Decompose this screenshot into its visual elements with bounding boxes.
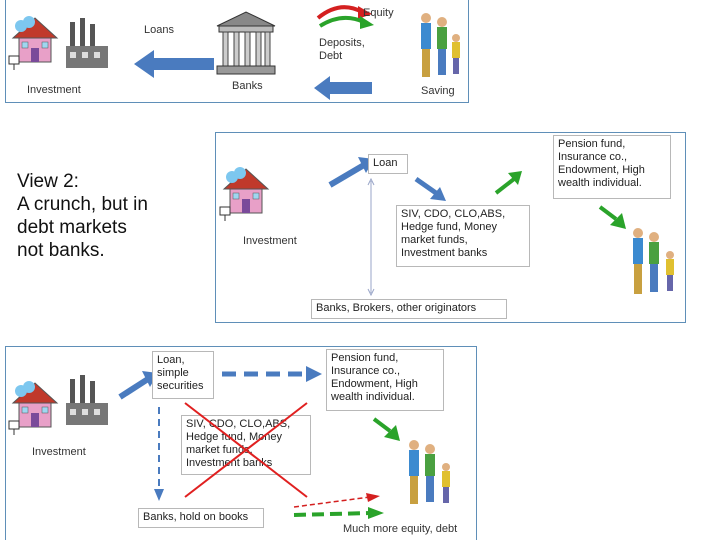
bank-building-icon <box>216 11 276 75</box>
caption-line2: A crunch, but in <box>17 194 148 215</box>
caption-line1: View 2: <box>17 171 79 192</box>
deposits-line1: Deposits, <box>319 37 365 49</box>
equity-arrows-icon <box>316 5 374 29</box>
loans-label: Loans <box>144 24 174 36</box>
dashed-blue-arrow-down-icon <box>154 407 164 501</box>
pension-line3: Endowment, High <box>331 378 418 390</box>
saving-label: Saving <box>421 85 455 97</box>
siv-line2: Hedge fund, Money <box>401 221 498 233</box>
pension-line2: Insurance co., <box>331 365 401 377</box>
house-icon <box>219 167 270 221</box>
siv-line1: SIV, CDO, CLO,ABS, <box>186 418 291 430</box>
loan-securities-box: Loan, simple securities <box>152 351 214 399</box>
siv-line4: Investment banks <box>401 247 488 259</box>
loan-line2: simple <box>157 367 189 379</box>
thin-vertical-arrow-icon <box>367 177 375 297</box>
pension-line1: Pension fund, <box>331 352 399 364</box>
siv-box: SIV, CDO, CLO,ABS, Hedge fund, Money mar… <box>396 205 530 267</box>
banks-label: Banks <box>232 80 263 92</box>
family-icon <box>409 440 450 504</box>
loan-label: Loan <box>373 157 398 169</box>
equity-label: Equity <box>363 7 394 19</box>
deposits-label: Deposits, Debt <box>319 37 365 63</box>
green-arrow-down-right-icon <box>372 417 400 441</box>
pension-line2: Insurance co., <box>558 151 628 163</box>
panel-banks-flow: Investment Loans Banks Equity Deposits, … <box>5 0 469 103</box>
equity-debt-label: Much more equity, debt <box>343 523 458 535</box>
deposits-arrow-icon <box>314 76 372 100</box>
factory-icon <box>66 18 108 68</box>
banks-brokers-label: Banks, Brokers, other originators <box>316 302 477 314</box>
caption-line4: not banks. <box>17 240 105 261</box>
loans-arrow-icon <box>134 50 214 78</box>
house-icon <box>8 381 59 435</box>
panel-debt-markets: Investment Loan Pension fund, Insurance … <box>215 132 686 323</box>
loan-line3: securities <box>157 380 204 392</box>
dashed-blue-arrow-right-icon <box>222 366 322 382</box>
investment-label: Investment <box>32 446 86 458</box>
pension-line3: Endowment, High <box>558 164 645 176</box>
red-cross-icon <box>184 402 308 498</box>
pension-box: Pension fund, Insurance co., Endowment, … <box>326 349 444 411</box>
pension-line4: wealth individual. <box>558 177 642 189</box>
investment-label: Investment <box>243 235 297 247</box>
blue-arrow-down-right-icon <box>414 176 446 201</box>
siv-box: SIV, CDO, CLO,ABS, Hedge fund, Money mar… <box>181 415 311 475</box>
family-icon <box>421 13 460 77</box>
siv-line3: market funds, <box>401 234 468 246</box>
pension-line1: Pension fund, <box>558 138 626 150</box>
panel-banks-hold: Investment Loan, simple securities Pensi… <box>5 346 477 540</box>
pension-line4: wealth individual. <box>331 391 415 403</box>
deposits-line2: Debt <box>319 50 343 62</box>
green-arrow-up-right-icon <box>494 171 522 195</box>
investment-label: Investment <box>27 84 81 96</box>
equity-debt-arrows-icon <box>293 493 384 519</box>
pension-box: Pension fund, Insurance co., Endowment, … <box>553 135 671 199</box>
caption-line3: debt markets <box>17 217 127 238</box>
banks-hold-label: Banks, hold on books <box>143 511 249 523</box>
banks-brokers-box: Banks, Brokers, other originators <box>311 299 507 319</box>
loan-box: Loan <box>368 154 408 174</box>
loan-line1: Loan, <box>157 354 185 366</box>
house-icon <box>8 16 59 70</box>
family-icon <box>633 228 674 294</box>
siv-line3: market funds, <box>186 444 253 456</box>
green-arrow-down-right-icon <box>598 205 626 229</box>
siv-line1: SIV, CDO, CLO,ABS, <box>401 208 506 220</box>
view-caption: View 2: A crunch, but in debt markets no… <box>17 170 148 262</box>
factory-icon <box>66 375 108 425</box>
banks-hold-box: Banks, hold on books <box>138 508 264 528</box>
